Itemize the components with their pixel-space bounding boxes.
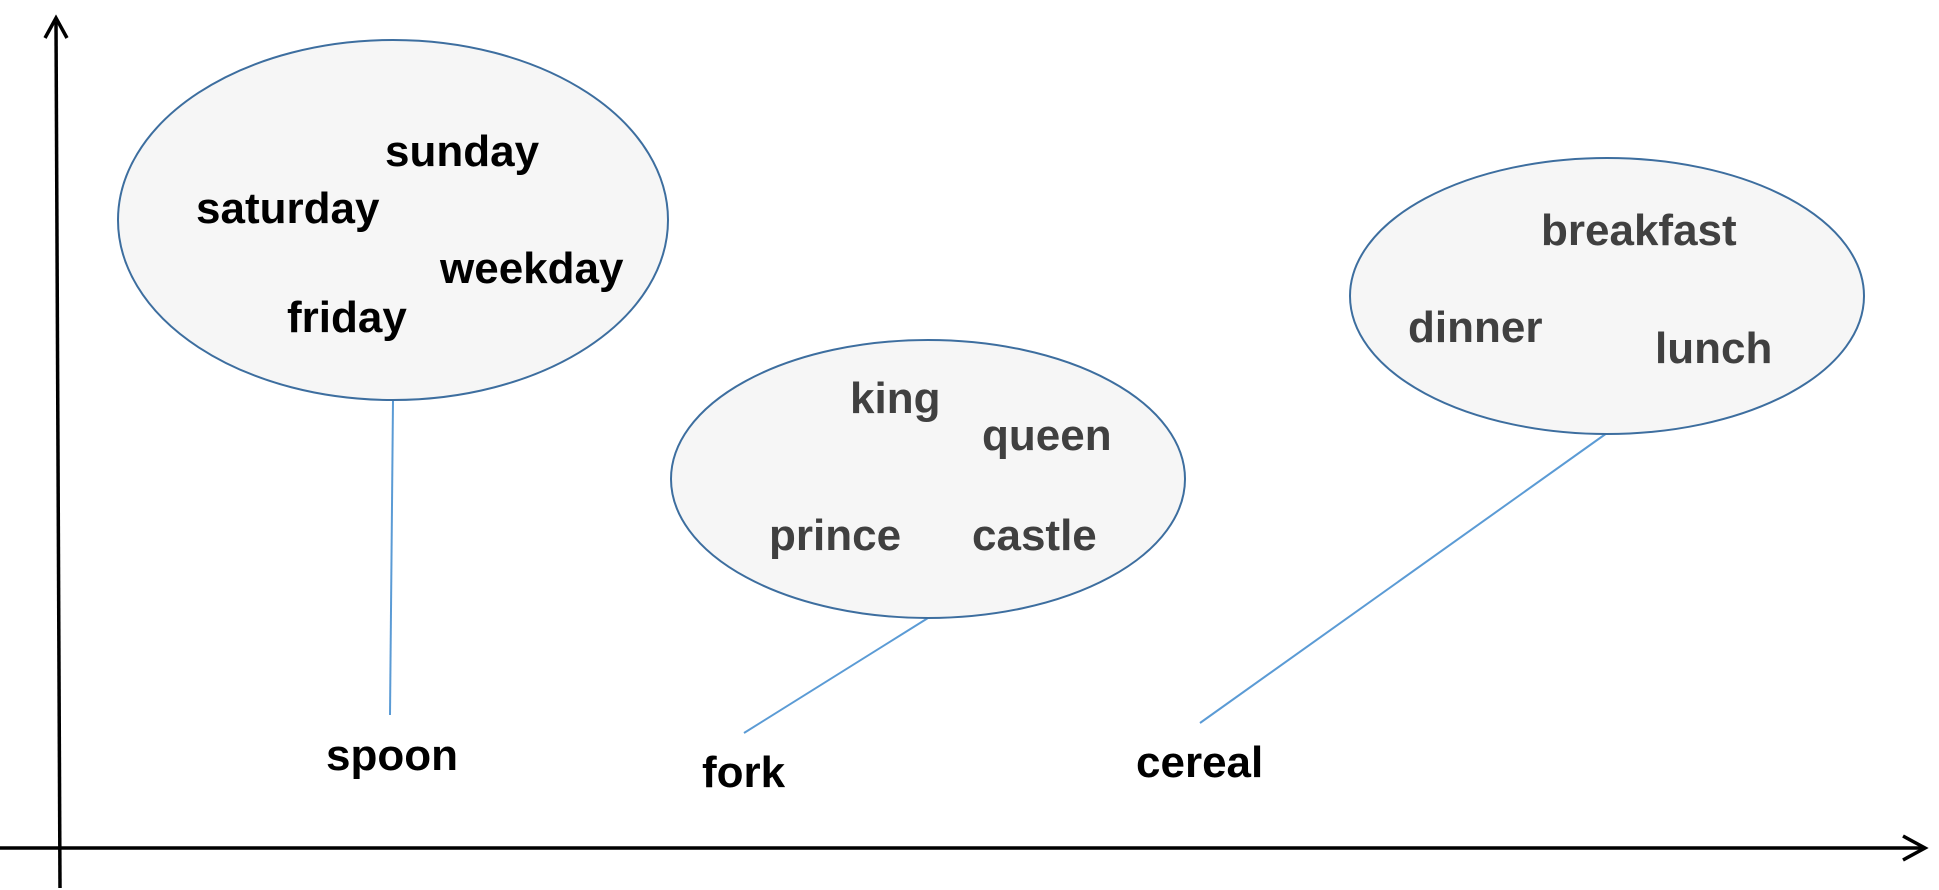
word-weekday: weekday [439, 244, 624, 293]
word-dinner: dinner [1408, 303, 1542, 352]
word-castle: castle [972, 511, 1097, 560]
word-sunday: sunday [385, 127, 540, 176]
word-saturday: saturday [196, 184, 380, 233]
word-king: king [850, 374, 940, 423]
cluster-royalty: king queen prince castle [670, 339, 1186, 619]
anchor-fork: fork [702, 748, 786, 797]
word-prince: prince [769, 511, 901, 560]
cluster-meals-ellipse [1349, 157, 1865, 435]
anchor-labels: spoon fork cereal [326, 731, 1263, 797]
y-axis-arrowhead [43, 14, 69, 39]
cluster-royalty-ellipse [670, 339, 1186, 619]
cluster-days: sunday saturday weekday friday [117, 39, 669, 401]
word-breakfast: breakfast [1541, 206, 1737, 255]
connector-meals-cereal [1199, 432, 1608, 724]
anchor-cereal: cereal [1136, 738, 1263, 787]
word-queen: queen [982, 411, 1112, 460]
cluster-meals: breakfast dinner lunch [1349, 157, 1865, 435]
connector-days-spoon [389, 399, 394, 716]
x-axis-arrowhead [1902, 834, 1929, 862]
word-lunch: lunch [1655, 324, 1772, 373]
cluster-days-ellipse [117, 39, 669, 401]
axes [0, 14, 1929, 889]
connector-royalty-fork [743, 617, 929, 734]
y-axis [54, 21, 62, 889]
anchor-spoon: spoon [326, 731, 458, 780]
word-friday: friday [287, 293, 407, 342]
connectors [389, 399, 1608, 734]
